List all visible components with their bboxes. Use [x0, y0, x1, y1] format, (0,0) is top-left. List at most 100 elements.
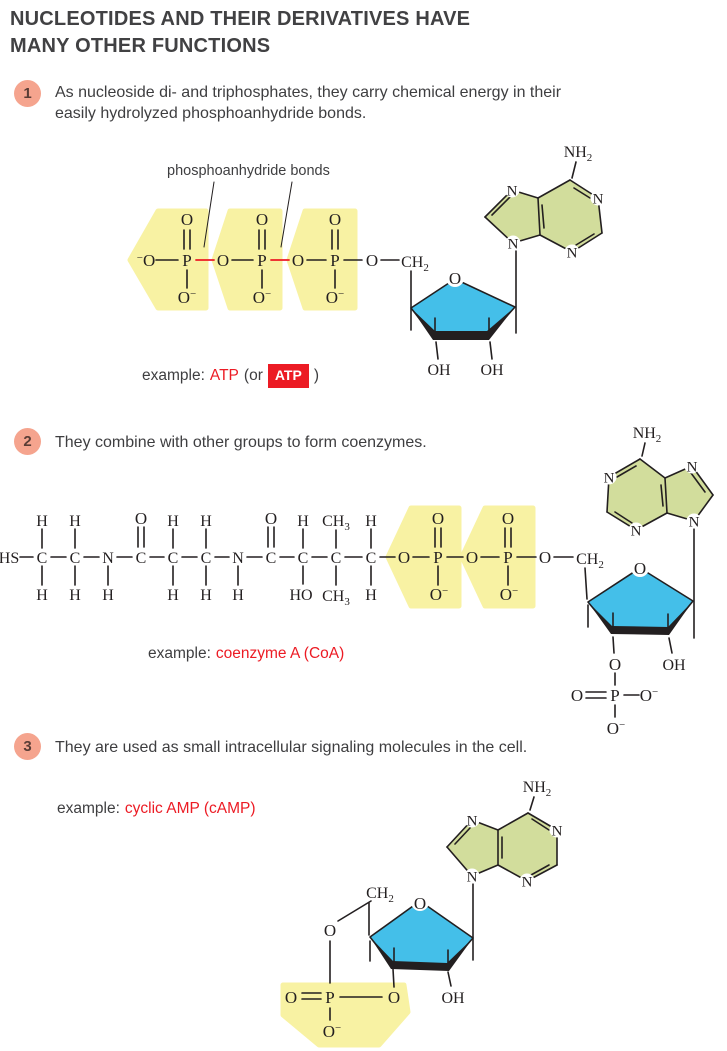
atom-label: O — [609, 655, 621, 674]
bond — [539, 234, 573, 253]
atp-badge: ATP — [267, 364, 309, 388]
bond — [203, 181, 215, 248]
atom-label: O — [366, 251, 378, 270]
atom-label: P — [503, 548, 512, 567]
bond — [484, 189, 513, 218]
phosphate-highlight — [385, 505, 462, 609]
phosphoanhydride-label: phosphoanhydride bonds — [167, 163, 330, 179]
atom-label: OH — [427, 362, 451, 379]
section-1-line-2: easily hydrolyzed phosphoanhydride bonds… — [55, 105, 367, 122]
section-1-number: 1 — [23, 85, 32, 102]
atom-label: C — [201, 550, 212, 567]
atom-label: C — [136, 550, 147, 567]
atom-halo — [684, 458, 700, 474]
atom-label: NH2 — [564, 144, 593, 164]
atom-label: O — [324, 921, 336, 940]
adenine-ring — [447, 820, 498, 876]
example-1-prefix: example: — [142, 366, 205, 384]
atom-label: H — [69, 513, 81, 530]
atom-halo — [549, 822, 565, 838]
atom-label: P — [330, 251, 339, 270]
atom-label: N — [552, 823, 563, 839]
atom-label: CH3 — [322, 513, 350, 533]
atom-label: O — [571, 686, 583, 705]
atom-label: O− — [640, 686, 659, 705]
atom-label: O− — [430, 585, 449, 604]
example-coa: example: coenzyme A (CoA) — [148, 645, 344, 663]
bond — [435, 341, 439, 360]
example-atp: example: ATP (or ATP ) — [142, 364, 319, 388]
phosphate-highlight — [286, 208, 358, 311]
bond — [537, 179, 571, 199]
atom-label: O — [449, 269, 461, 288]
atom-label: CH3 — [322, 588, 350, 608]
atom-label: N — [467, 813, 478, 829]
atom-label: O — [217, 251, 229, 270]
bond — [484, 216, 514, 244]
bond — [573, 187, 591, 199]
atom-label: P — [182, 251, 191, 270]
atom-label: H — [365, 513, 377, 530]
bond — [571, 232, 603, 253]
atom-label: P — [325, 988, 334, 1007]
atom-label: C — [366, 550, 377, 567]
sugar-edge — [370, 937, 473, 971]
bond — [608, 458, 641, 478]
example-2-prefix: example: — [148, 645, 211, 662]
atom-label: H — [36, 587, 48, 604]
atom-label: HO — [289, 587, 312, 604]
bond — [584, 567, 588, 600]
bond — [280, 181, 293, 248]
atom-halo — [505, 235, 521, 251]
bond — [497, 812, 529, 831]
bond — [447, 971, 452, 987]
bond — [392, 968, 395, 988]
section-2-text: They combine with other groups to form c… — [55, 432, 665, 453]
atom-label: N — [689, 514, 700, 530]
example-1-name: ATP — [209, 366, 239, 384]
atom-label: H — [167, 513, 179, 530]
bond — [446, 819, 473, 848]
phosphate-highlight — [127, 208, 209, 311]
atom-label: P — [257, 251, 266, 270]
atom-halo — [464, 812, 480, 828]
atom-label: N — [687, 459, 698, 475]
atom-label: C — [266, 550, 277, 567]
adenine-ring — [538, 180, 602, 252]
atom-label: O− — [253, 288, 272, 307]
atom-halo — [464, 868, 480, 884]
section-3-number-badge: 3 — [14, 733, 41, 760]
example-2-name: coenzyme A (CoA) — [215, 645, 345, 662]
atom-label: N — [567, 245, 578, 261]
atom-label: H — [200, 513, 212, 530]
atom-halo — [519, 873, 535, 889]
atom-halo — [564, 244, 580, 260]
atom-label: P — [610, 686, 619, 705]
bond — [541, 204, 545, 229]
bond — [454, 827, 471, 845]
atom-label: N — [232, 550, 244, 567]
atom-label: P — [433, 548, 442, 567]
atom-label: O− — [178, 288, 197, 307]
bond — [471, 819, 499, 831]
atom-label: H — [365, 587, 377, 604]
atom-label: HS — [0, 550, 19, 567]
atom-label: O — [265, 509, 277, 528]
atom-label: CH2 — [576, 551, 604, 571]
atom-label: H — [102, 587, 114, 604]
section-3-text: They are used as small intracellular sig… — [55, 737, 665, 758]
atom-label: O — [285, 988, 297, 1007]
adenine-ring — [498, 813, 557, 881]
example-3-prefix: example: — [57, 800, 120, 817]
atom-label: O — [502, 509, 514, 528]
atom-label: −O — [137, 251, 156, 270]
atom-label: O — [181, 210, 193, 229]
atom-halo — [631, 559, 649, 577]
atom-label: O — [256, 210, 268, 229]
bond — [668, 637, 673, 654]
atom-halo — [504, 182, 520, 198]
atom-label: H — [69, 587, 81, 604]
bond — [666, 512, 695, 522]
example-1-close: ) — [313, 366, 319, 384]
